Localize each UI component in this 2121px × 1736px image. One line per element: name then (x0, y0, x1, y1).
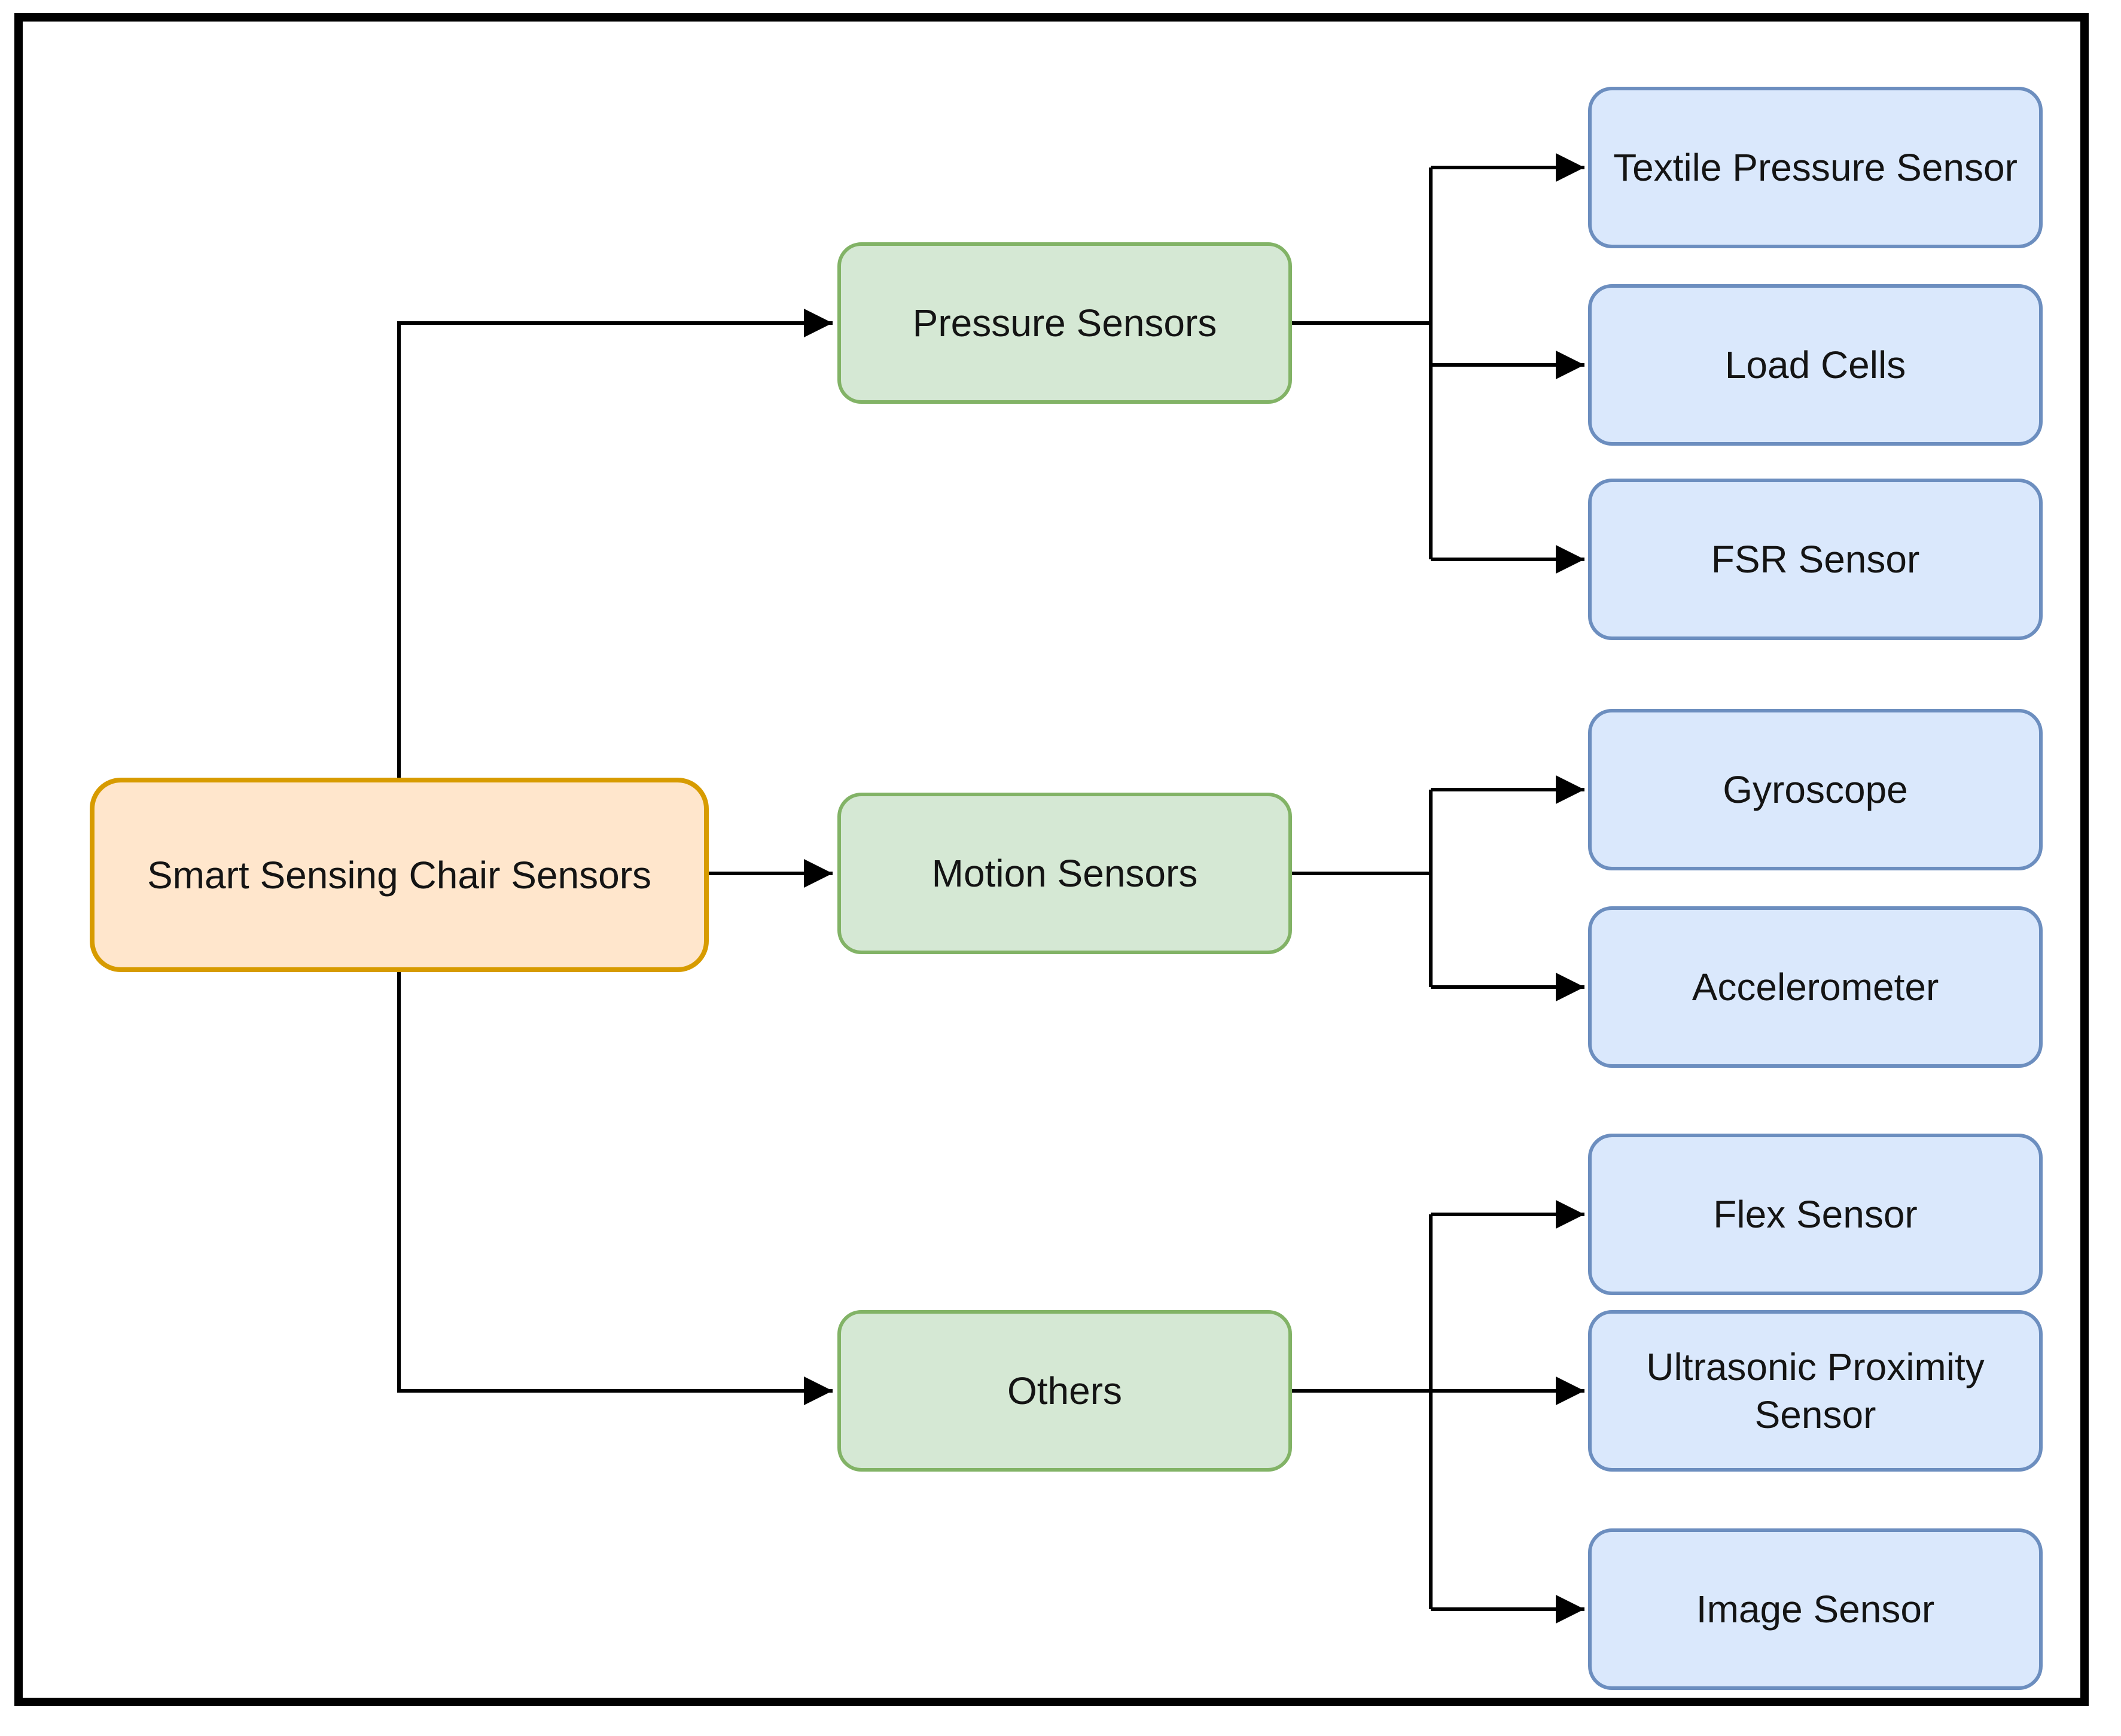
node-image-sensor: Image Sensor (1588, 1528, 2043, 1690)
node-ultrasonic-proximity-sensor: Ultrasonic Proximity Sensor (1588, 1310, 2043, 1472)
node-pressure-sensors: Pressure Sensors (837, 242, 1292, 404)
node-flex-sensor: Flex Sensor (1588, 1134, 2043, 1295)
node-textile-pressure-sensor: Textile Pressure Sensor (1588, 87, 2043, 248)
node-fsr-sensor: FSR Sensor (1588, 479, 2043, 640)
node-accelerometer: Accelerometer (1588, 906, 2043, 1068)
node-motion-sensors: Motion Sensors (837, 793, 1292, 954)
node-load-cells: Load Cells (1588, 284, 2043, 446)
node-others: Others (837, 1310, 1292, 1472)
node-gyroscope: Gyroscope (1588, 709, 2043, 870)
node-smart-sensing-chair-sensors: Smart Sensing Chair Sensors (90, 778, 709, 972)
edge-root-to-others (397, 972, 833, 1405)
edge-root-to-pressure (397, 309, 833, 778)
